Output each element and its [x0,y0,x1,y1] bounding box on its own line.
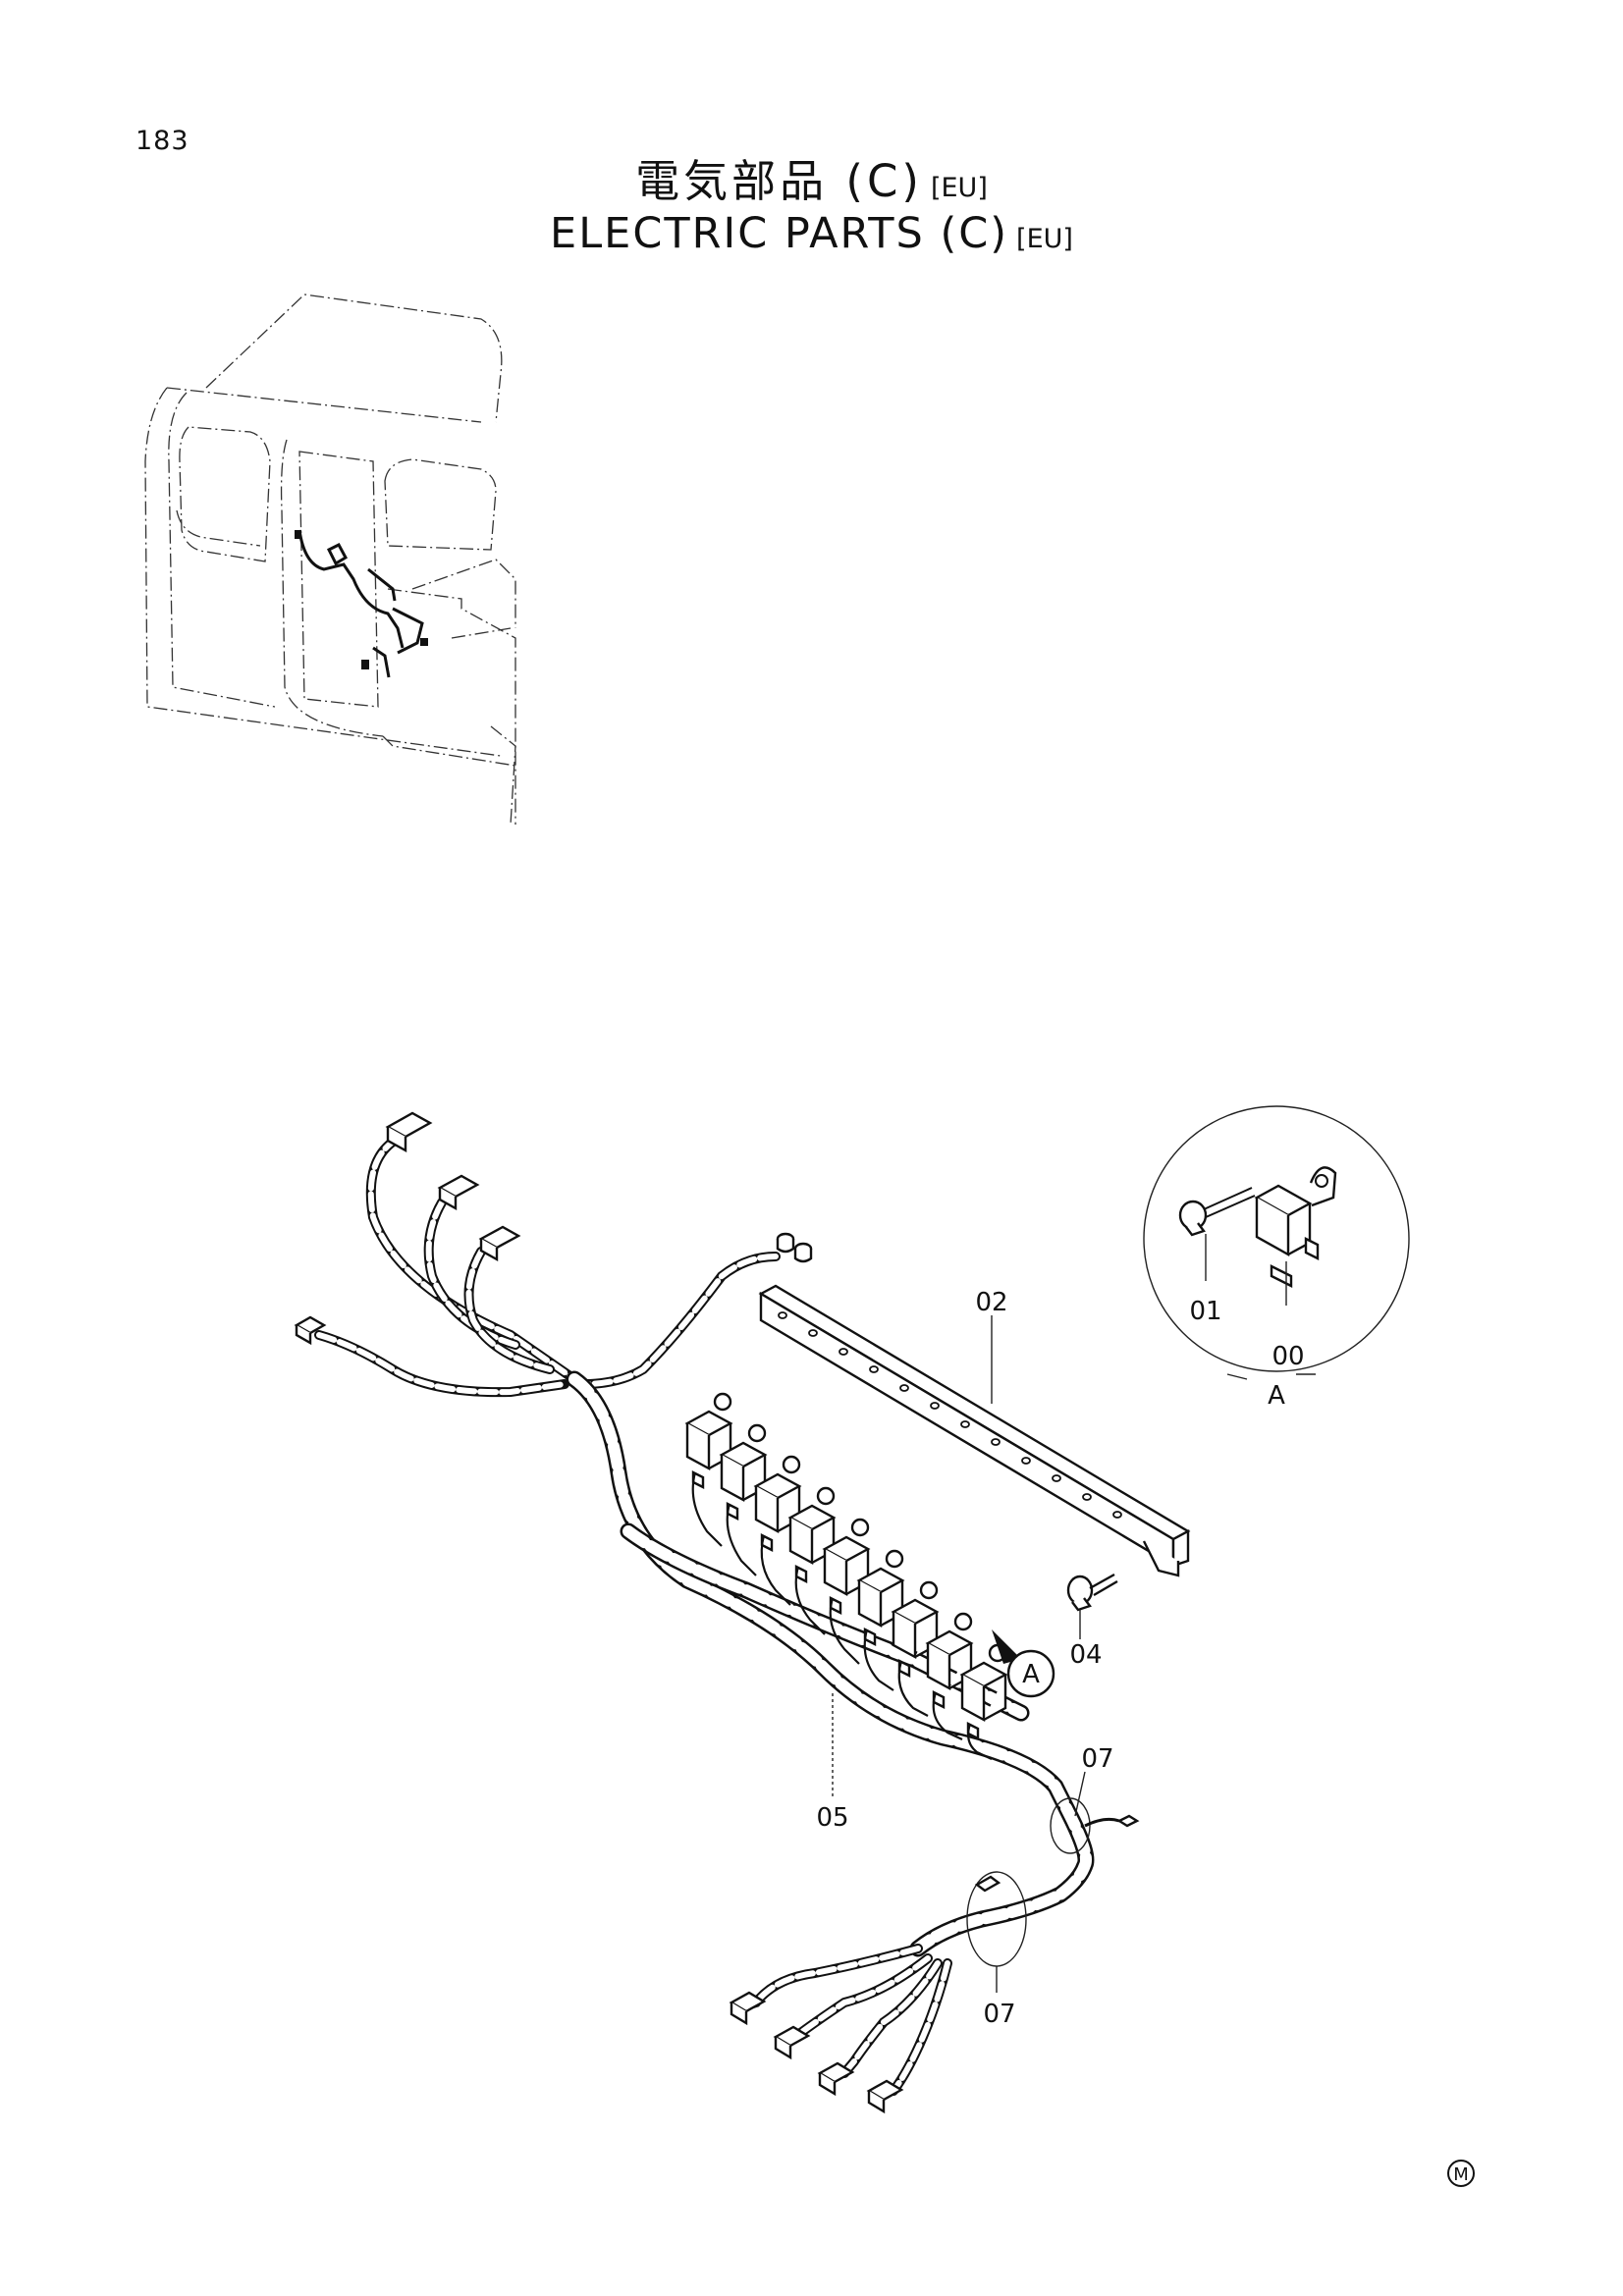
callout-07-lower: 07 [983,2000,1015,2029]
region-tag: [EU] [1016,224,1073,254]
relay-bracket [758,1284,1191,1577]
callout-02: 02 [975,1288,1007,1317]
callout-05: 05 [816,1803,848,1833]
wire-harness [294,1111,1140,2114]
relay [856,1549,905,1646]
region-tag: [EU] [930,173,988,203]
relay [891,1580,940,1678]
title-english: ELECTRIC PARTS (C)[EU] [0,209,1623,258]
detail-marker-letter: A [1022,1660,1040,1689]
leader-lines [832,1315,1086,1993]
relay-pigtails [691,1471,993,1760]
title-japanese-text: 電気部品 (C) [635,155,923,207]
relay [719,1423,768,1521]
callout-04: 04 [1069,1640,1102,1670]
callout-01: 01 [1189,1297,1221,1326]
relay-row [684,1392,1008,1740]
cab-overview-illustration [144,294,516,826]
detail-view-label: A [1268,1381,1285,1411]
callout-07-upper: 07 [1081,1744,1113,1774]
svg-text:M: M [1453,2164,1469,2185]
detail-marker: A [992,1629,1055,1698]
callout-00: 00 [1271,1342,1304,1371]
detail-view-a [1143,1105,1410,1380]
page-number: 183 [135,126,189,156]
title-japanese: 電気部品 (C)[EU] [0,145,1623,209]
bolt [1066,1573,1118,1612]
circled-m-mark: M [1447,2160,1475,2187]
title-english-text: ELECTRIC PARTS (C) [550,209,1009,258]
